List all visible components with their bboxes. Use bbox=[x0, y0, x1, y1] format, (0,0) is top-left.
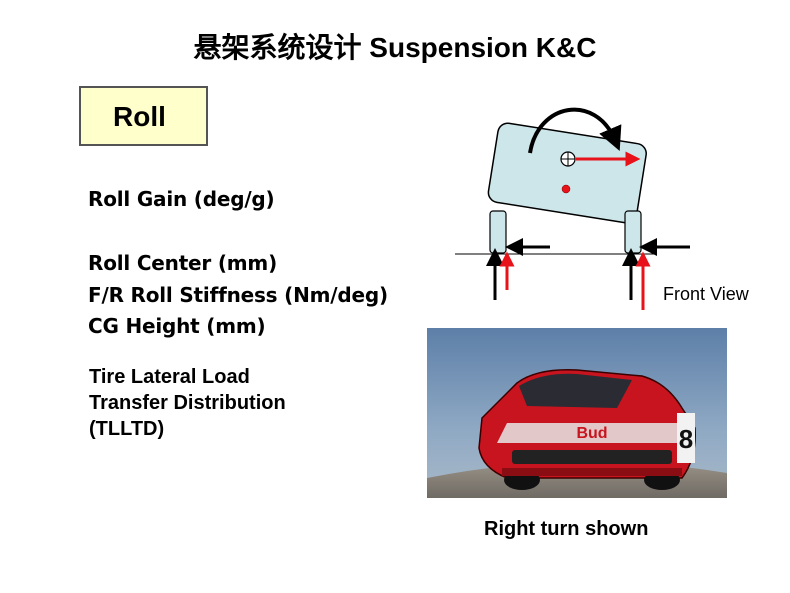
tlltd-text: Tire Lateral Load Transfer Distribution … bbox=[89, 364, 329, 442]
tlltd-line-1: Tire Lateral Load bbox=[89, 366, 250, 388]
cg-icon bbox=[560, 151, 576, 167]
svg-text:Bud: Bud bbox=[576, 425, 607, 442]
slide-title: 悬架系统设计 Suspension K&C bbox=[193, 32, 597, 63]
race-car-photo: Bud 8 bbox=[427, 328, 727, 498]
front-view-label: Front View bbox=[663, 284, 749, 304]
right-wheel bbox=[624, 210, 642, 254]
roll-heading: Roll bbox=[113, 101, 166, 132]
tlltd-line-3: (TLLTD) bbox=[89, 418, 165, 440]
metric-roll-center: Roll Center (mm) bbox=[88, 251, 278, 275]
roll-center-dot bbox=[561, 184, 571, 194]
photo-caption: Right turn shown bbox=[484, 518, 649, 540]
front-view-roll-diagram bbox=[455, 107, 690, 310]
vehicle-body bbox=[487, 122, 647, 224]
metric-roll-stiffness: F/R Roll Stiffness (Nm/deg) bbox=[88, 283, 388, 307]
roll-heading-box: Roll bbox=[79, 86, 208, 146]
curved-roll-arrow bbox=[528, 107, 622, 154]
left-wheel bbox=[489, 210, 507, 254]
tlltd-line-2: Transfer Distribution bbox=[89, 392, 286, 414]
metric-roll-gain: Roll Gain (deg/g) bbox=[88, 187, 275, 211]
svg-text:8: 8 bbox=[679, 424, 693, 454]
metric-cg-height: CG Height (mm) bbox=[88, 314, 266, 338]
